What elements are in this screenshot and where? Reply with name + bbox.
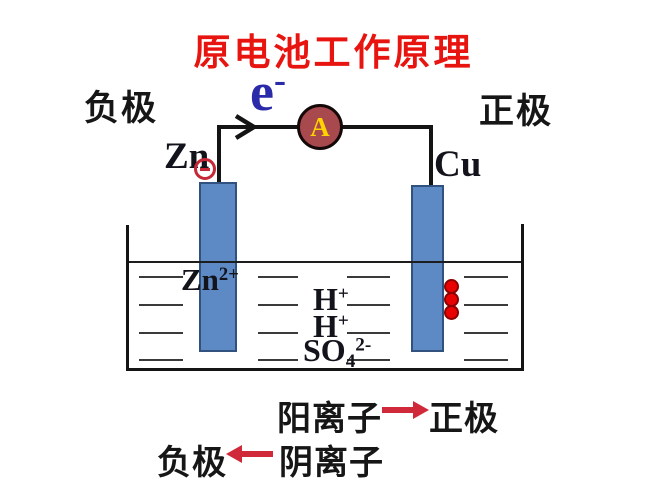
electron-direction-arrow-icon: [234, 114, 259, 140]
legend-anion-target: 负极: [157, 444, 227, 482]
sulfate-ion-label: SO42-: [303, 334, 371, 371]
ammeter: A: [297, 104, 343, 150]
solution-dash: [464, 276, 508, 278]
copper-electrode-label: Cu: [434, 144, 482, 185]
minus-circle-icon: [194, 158, 216, 180]
legend-anion-arrow-left-icon: [226, 445, 273, 463]
copper-electrode: [411, 185, 444, 352]
beaker-left-wall: [126, 225, 129, 371]
solution-surface-line: [129, 261, 521, 263]
diagram-title: 原电池工作原理: [193, 32, 474, 73]
solution-dash: [139, 359, 183, 361]
legend-anion-label: 阴离子: [279, 444, 384, 482]
electron-flow-label: e-: [250, 62, 286, 119]
hydrogen-ion-base: H: [313, 281, 338, 317]
zinc-ion-charge: 2+: [218, 263, 239, 285]
solution-dash: [464, 332, 508, 334]
solution-dash: [347, 304, 390, 306]
solution-dash: [347, 276, 390, 278]
sulfate-ion-subscript: 4: [345, 350, 356, 372]
solution-dash: [258, 276, 298, 278]
hydrogen-ion-charge: +: [337, 283, 349, 305]
ammeter-letter: A: [310, 111, 330, 142]
legend-cation-arrow-right-icon: [382, 401, 429, 419]
legend-cation-target: 正极: [429, 400, 499, 438]
solution-dash: [258, 359, 298, 361]
beaker-bottom: [126, 368, 524, 371]
zinc-electrode: [199, 182, 237, 352]
positive-electrode-label-top: 正极: [479, 92, 554, 131]
solution-dash: [258, 332, 298, 334]
electron-symbol: e: [250, 62, 274, 122]
solution-dash: [464, 359, 508, 361]
solution-dash: [258, 304, 298, 306]
hydrogen-ion-charge: +: [337, 310, 349, 332]
wire-left-vertical: [217, 127, 221, 185]
solution-dash: [139, 332, 183, 334]
sulfate-ion-base: SO: [303, 332, 346, 368]
electron-charge-sign: -: [273, 60, 286, 100]
hydrogen-ion-label: H+: [313, 283, 349, 315]
legend-cation-label: 阳离子: [277, 400, 382, 438]
hydrogen-ion-label: H+: [313, 310, 349, 342]
solution-dash: [347, 359, 390, 361]
red-ion-dot: [444, 305, 459, 320]
zinc-ion-label: Zn2+: [181, 264, 239, 295]
beaker-right-wall: [521, 224, 524, 371]
negative-electrode-label-top: 负极: [84, 89, 159, 128]
solution-dash: [139, 276, 183, 278]
wire-right-vertical: [429, 125, 433, 188]
solution-dash: [139, 304, 183, 306]
sulfate-ion-charge: 2-: [355, 334, 372, 356]
hydrogen-ion-base: H: [313, 308, 338, 344]
solution-dash: [347, 332, 390, 334]
solution-dash: [464, 304, 508, 306]
zinc-ion-base: Zn: [181, 262, 219, 297]
